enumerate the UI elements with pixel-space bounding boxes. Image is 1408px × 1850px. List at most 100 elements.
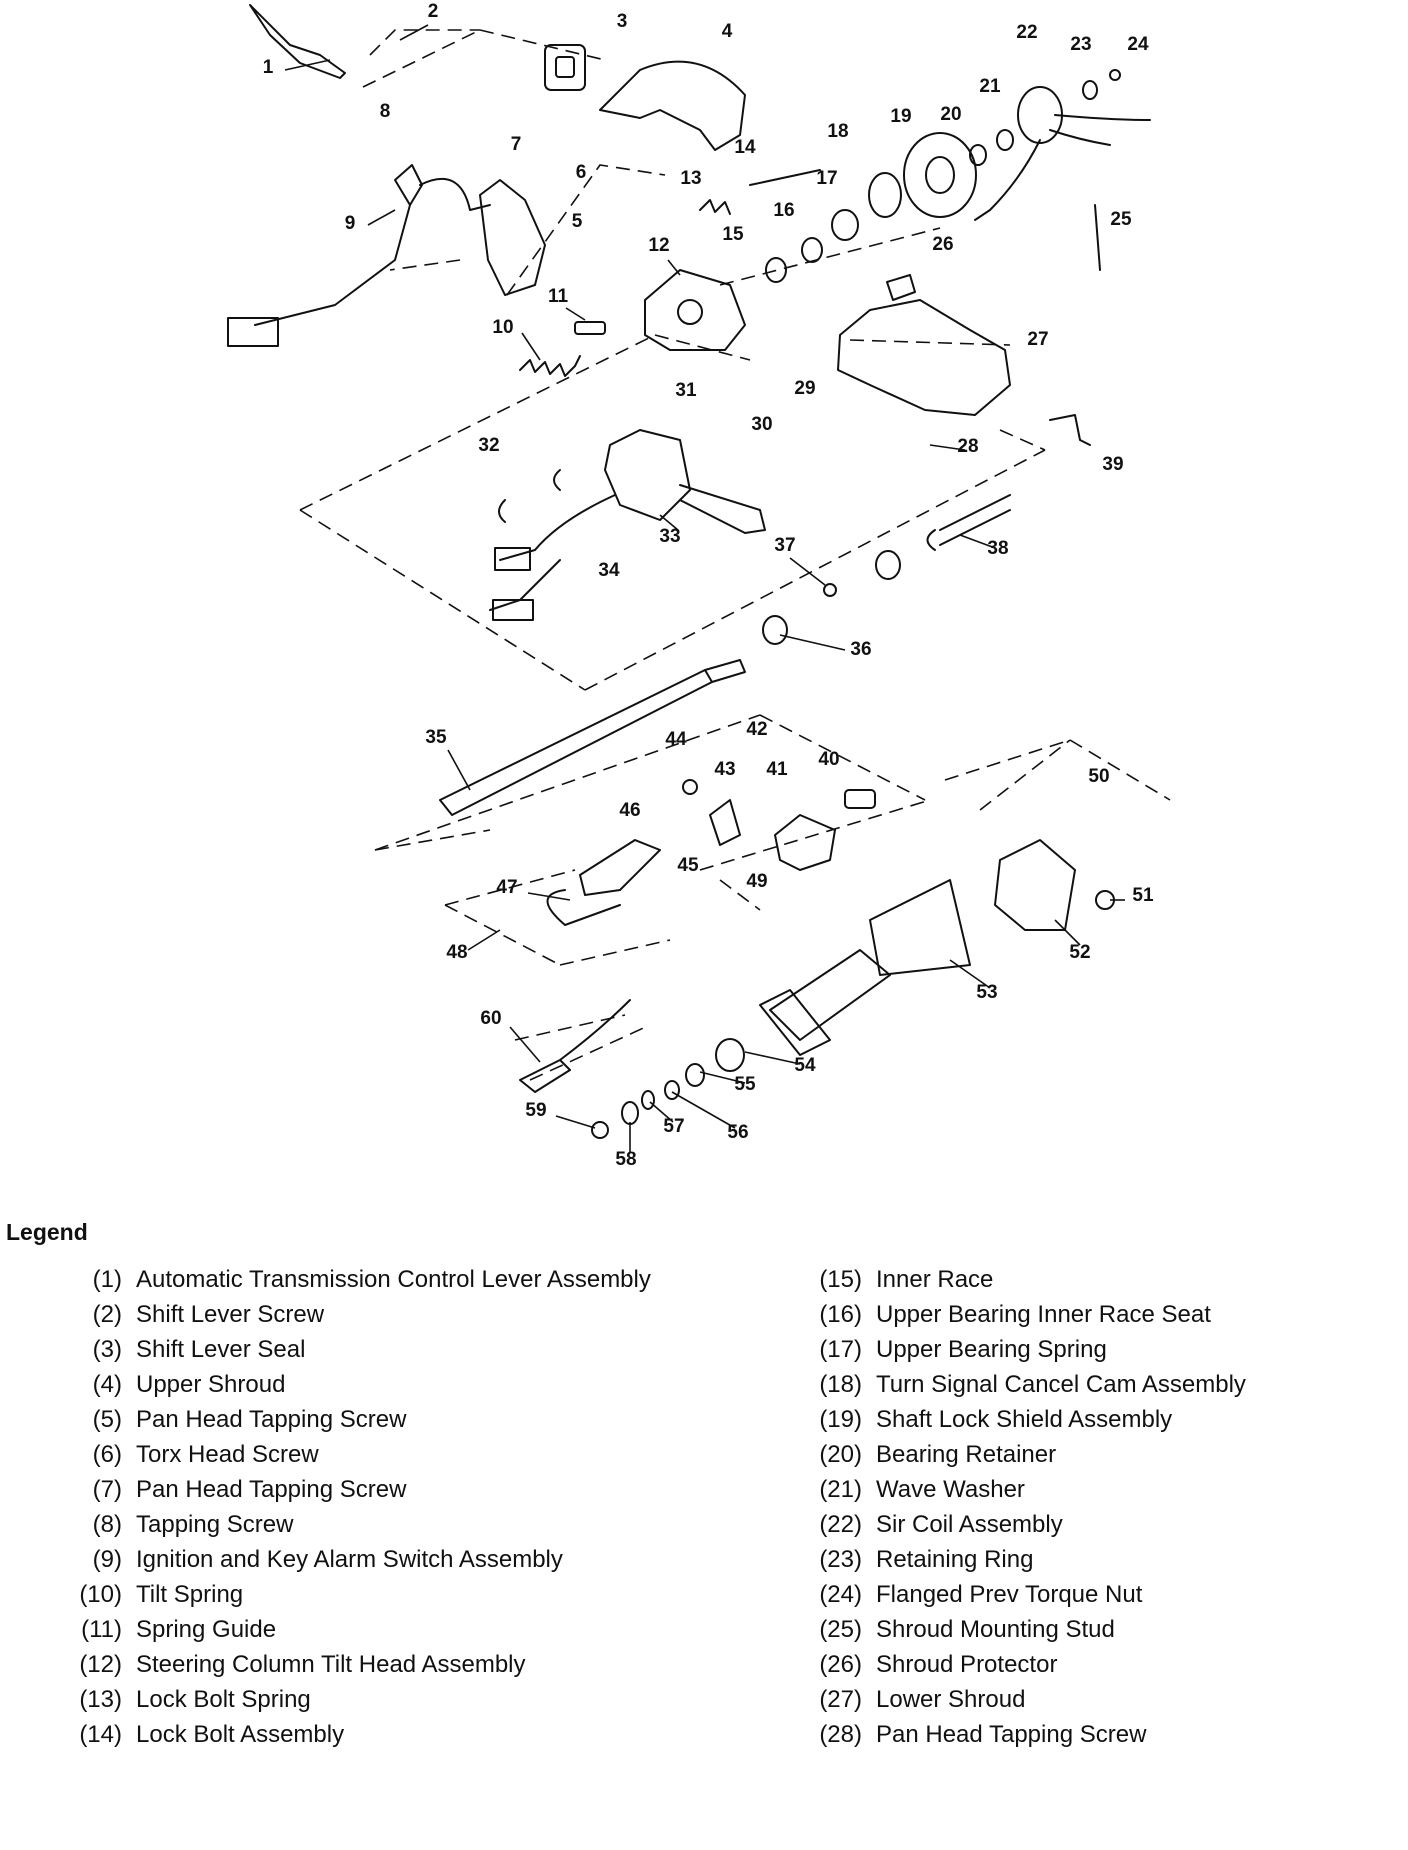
legend-item-label: Lock Bolt Spring xyxy=(136,1686,311,1713)
callout-leader-2 xyxy=(399,24,429,41)
legend-item: (4)Upper Shroud xyxy=(40,1367,740,1402)
clip-part xyxy=(553,469,561,491)
legend-item: (24)Flanged Prev Torque Nut xyxy=(782,1577,1402,1612)
legend-item-label: Retaining Ring xyxy=(876,1546,1034,1573)
callout-leader-54 xyxy=(744,1051,801,1065)
explosion-dash-line xyxy=(699,799,931,871)
explosion-dash-line xyxy=(584,449,1046,691)
callout-label: 33 xyxy=(659,526,680,547)
callout-label: 5 xyxy=(572,211,583,232)
callout-label: 56 xyxy=(727,1122,748,1143)
explosion-dash-line xyxy=(849,339,1011,346)
callout-leader-48 xyxy=(467,929,501,951)
callout-leader-1 xyxy=(284,59,331,71)
callout-leader-38 xyxy=(959,534,996,549)
legend-item-label: Tapping Screw xyxy=(136,1511,294,1538)
shift-lever-seal-part xyxy=(544,44,586,91)
legend-item: (6)Torx Head Screw xyxy=(40,1437,740,1472)
lower-shroud-part xyxy=(837,299,1011,416)
lock-bolt-part xyxy=(749,169,821,186)
legend-item-number: (22) xyxy=(819,1511,862,1538)
callout-leader-9 xyxy=(367,209,396,226)
callout-label: 6 xyxy=(576,162,587,183)
callout-label: 20 xyxy=(940,104,961,125)
lock-shield-part xyxy=(903,132,977,218)
lock-bolt-spring-part xyxy=(699,199,731,215)
callout-leader-57 xyxy=(649,1101,674,1123)
callout-leader-36 xyxy=(779,634,846,651)
wave-washer-part xyxy=(996,129,1014,151)
legend-item-number: (14) xyxy=(79,1721,122,1748)
legend-item-number: (15) xyxy=(819,1266,862,1293)
callout-label: 4 xyxy=(722,21,733,42)
column-housing-part xyxy=(869,879,971,976)
shift-clip-part xyxy=(1049,414,1091,446)
callout-leader-37 xyxy=(789,557,826,586)
torque-nut-part xyxy=(1109,69,1121,81)
ignition-rod-part xyxy=(546,889,621,926)
shaft-coupling-part xyxy=(762,615,788,645)
jacket-bracket-part xyxy=(994,839,1076,931)
callout-label: 3 xyxy=(617,11,628,32)
legend-item-number: (3) xyxy=(92,1336,122,1363)
turn-signal-harness xyxy=(489,494,616,611)
retaining-ring-part xyxy=(1082,80,1098,100)
callout-leader-10 xyxy=(521,332,541,361)
legend-item-label: Shift Lever Screw xyxy=(136,1301,325,1328)
ignition-wire xyxy=(419,177,491,211)
callout-label: 23 xyxy=(1070,34,1091,55)
legend-item-label: Steering Column Tilt Head Assembly xyxy=(136,1651,526,1678)
legend-item-label: Upper Shroud xyxy=(136,1371,286,1398)
adapter-ring-part xyxy=(641,1090,655,1110)
callout-label: 24 xyxy=(1127,34,1149,55)
legend-item-number: (2) xyxy=(92,1301,122,1328)
callout-leader-28 xyxy=(929,444,966,451)
tilt-head-part xyxy=(644,269,746,351)
ignition-rack-part xyxy=(579,839,661,896)
legend-item: (21)Wave Washer xyxy=(782,1472,1402,1507)
legend-item-number: (1) xyxy=(92,1266,122,1293)
legend-item: (7)Pan Head Tapping Screw xyxy=(40,1472,740,1507)
callout-label: 58 xyxy=(615,1149,636,1170)
explosion-dash-line xyxy=(1069,739,1171,801)
callout-label: 14 xyxy=(734,137,756,158)
callout-label: 22 xyxy=(1016,22,1037,43)
legend-item: (13)Lock Bolt Spring xyxy=(40,1682,740,1717)
callout-label: 13 xyxy=(680,168,701,189)
legend-item-label: Upper Bearing Spring xyxy=(876,1336,1107,1363)
explosion-dash-line xyxy=(979,739,1071,811)
explosion-dash-line xyxy=(444,869,576,906)
bracket-part xyxy=(479,179,546,296)
callout-label: 21 xyxy=(979,76,1001,97)
callout-label: 37 xyxy=(774,535,795,556)
callout-label: 27 xyxy=(1027,329,1048,350)
legend-item-number: (18) xyxy=(819,1371,862,1398)
callout-label: 26 xyxy=(932,234,953,255)
legend-item-number: (12) xyxy=(79,1651,122,1678)
legend-item-label: Automatic Transmission Control Lever Ass… xyxy=(136,1266,651,1293)
cancel-cam-part xyxy=(868,172,902,218)
lock-washer-part xyxy=(682,779,698,795)
turn-signal-connector-2 xyxy=(492,599,534,621)
callout-label: 12 xyxy=(648,235,669,256)
explosion-dash-line xyxy=(506,164,666,296)
callout-label: 19 xyxy=(890,106,911,127)
legend-item: (26)Shroud Protector xyxy=(782,1647,1402,1682)
callout-leader-12 xyxy=(667,259,681,276)
legend-item: (12) Steering Column Tilt Head Assembly xyxy=(40,1647,740,1682)
sir-coil-wires xyxy=(974,114,1151,221)
callout-label: 25 xyxy=(1110,209,1132,230)
mounting-stud-part xyxy=(1094,204,1101,271)
legend-item: (22)Sir Coil Assembly xyxy=(782,1507,1402,1542)
callout-leader-33 xyxy=(659,514,679,531)
legend-item: (1) Automatic Transmission Control Lever … xyxy=(40,1262,740,1297)
callout-label: 52 xyxy=(1069,942,1090,963)
callout-label: 39 xyxy=(1102,454,1123,475)
lock-cylinder-part xyxy=(844,789,876,809)
shaft-nut-part xyxy=(823,583,837,597)
legend-item-label: Lock Bolt Assembly xyxy=(136,1721,345,1748)
legend-item-number: (7) xyxy=(92,1476,122,1503)
column-jacket-part xyxy=(769,949,891,1041)
legend-column-left: (1) Automatic Transmission Control Lever … xyxy=(40,1262,740,1752)
legend-item: (2) Shift Lever Screw xyxy=(40,1297,740,1332)
